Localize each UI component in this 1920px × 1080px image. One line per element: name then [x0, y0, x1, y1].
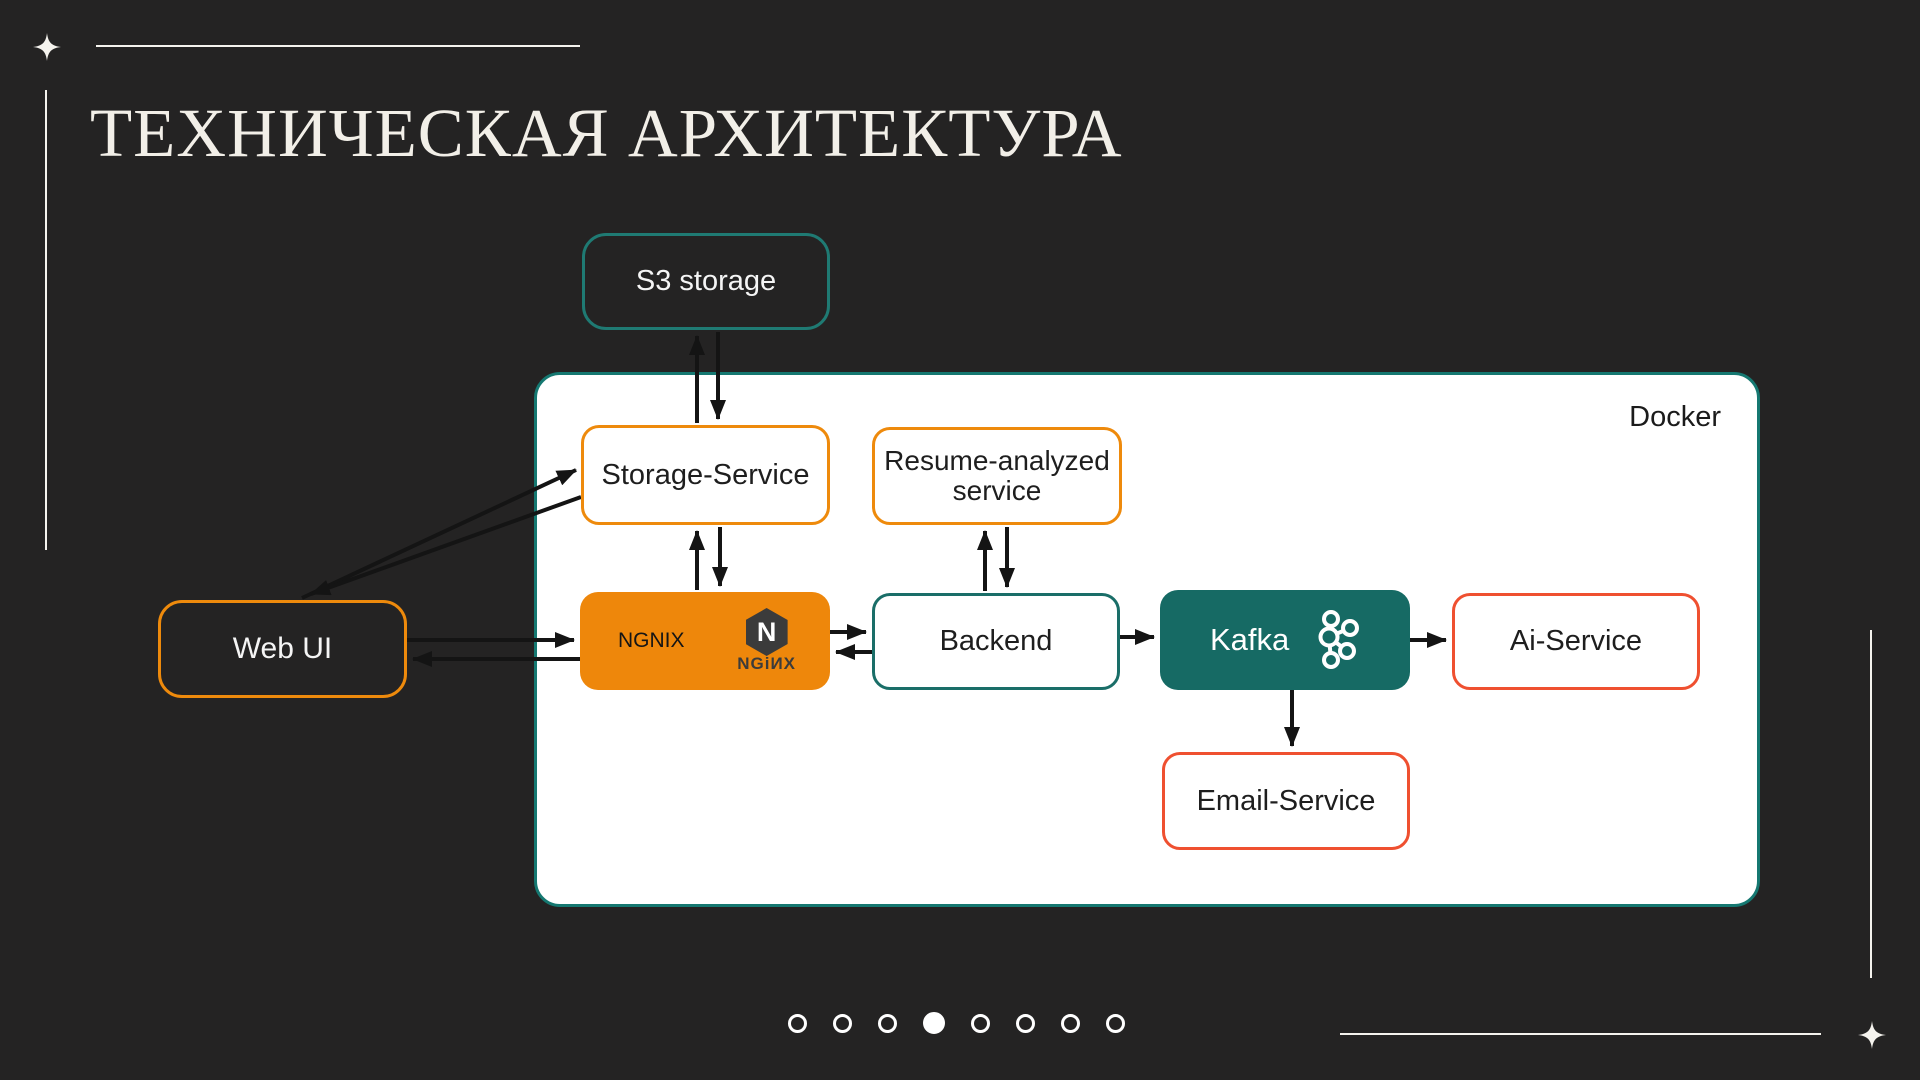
left-vertical-line [45, 90, 47, 550]
pagination-dots [788, 1012, 1125, 1034]
node-ngnix: NGNIX N NGiИX [580, 592, 830, 690]
node-s3-storage: S3 storage [582, 233, 830, 330]
node-web-ui: Web UI [158, 600, 407, 698]
right-vertical-line [1870, 630, 1872, 978]
node-label: NGNIX [618, 629, 685, 652]
nginx-logo-letter: N [756, 616, 777, 647]
top-divider-line [96, 45, 580, 47]
pagination-dot-5[interactable] [971, 1013, 990, 1033]
node-label: Backend [939, 625, 1053, 657]
node-label: Kafka [1210, 622, 1290, 657]
pagination-dot-8[interactable] [1106, 1013, 1125, 1033]
node-label: Email-Service [1196, 784, 1376, 817]
node-label-line1: Resume-analyzed [884, 444, 1110, 476]
node-ai-service: Ai-Service [1452, 593, 1700, 690]
nginx-hexagon-icon: N [745, 608, 788, 656]
pagination-dot-3[interactable] [878, 1013, 897, 1033]
node-backend: Backend [872, 593, 1120, 690]
node-label: Web UI [232, 632, 333, 665]
pagination-dot-6[interactable] [1016, 1013, 1035, 1033]
pagination-dot-7[interactable] [1061, 1013, 1080, 1033]
sparkle-icon [33, 33, 61, 61]
node-label: Storage-Service [601, 458, 810, 491]
node-resume-analyzed-service: Resume-analyzed service [872, 427, 1122, 525]
node-kafka: Kafka [1160, 590, 1410, 690]
node-label-line2: service [952, 475, 1042, 506]
node-label: Ai-Service [1509, 625, 1643, 657]
pagination-dot-1[interactable] [788, 1013, 807, 1033]
bottom-divider-line [1340, 1033, 1821, 1035]
node-label: S3 storage [635, 265, 777, 297]
nginx-logo: N NGiИX [737, 608, 796, 674]
docker-label: Docker [1629, 401, 1721, 433]
node-email-service: Email-Service [1162, 752, 1410, 850]
pagination-dot-4[interactable] [923, 1012, 945, 1034]
kafka-logo-icon [1318, 610, 1359, 669]
node-storage-service: Storage-Service [581, 425, 830, 525]
nginx-wordmark: NGiИX [737, 654, 796, 673]
slide-title: ТЕХНИЧЕСКАЯ АРХИТЕКТУРА [90, 95, 1123, 171]
pagination-dot-2[interactable] [833, 1013, 852, 1033]
sparkle-icon [1858, 1021, 1886, 1049]
